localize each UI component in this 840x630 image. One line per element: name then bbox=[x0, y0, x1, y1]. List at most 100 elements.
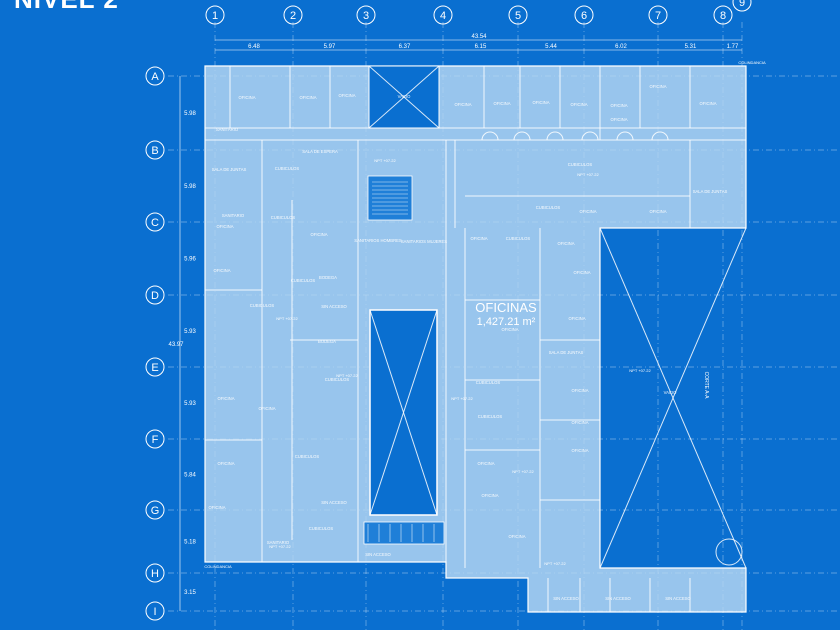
area-value-label: 1,427.21 m² bbox=[477, 316, 536, 328]
room-label: OFICINA bbox=[574, 270, 591, 275]
note-level: NPT +07.22 bbox=[336, 373, 358, 378]
wall-lines bbox=[205, 65, 747, 612]
room-label: SALA DE JUNTAS bbox=[212, 167, 247, 172]
grid-row-label: E bbox=[151, 362, 158, 374]
room-label: OFICINA bbox=[209, 505, 226, 510]
note-level: NPT +07.22 bbox=[276, 316, 298, 321]
grid-row-label: H bbox=[151, 568, 159, 580]
room-label: OFICINA bbox=[217, 224, 234, 229]
room-label: OFICINA bbox=[478, 461, 495, 466]
door-arc bbox=[513, 131, 531, 141]
area-name-label: OFICINAS bbox=[475, 300, 537, 315]
room-labels: OFICINA OFICINA OFICINA VACIO OFICINA OFICINA… bbox=[209, 84, 728, 601]
room-label: VACIO bbox=[664, 390, 677, 395]
note-level: NPT +07.22 bbox=[577, 172, 599, 177]
room-label: CUBICULOS bbox=[476, 380, 501, 385]
dim-row-span: 5.93 bbox=[184, 329, 196, 335]
room-label: OFICINA bbox=[533, 100, 550, 105]
room-label: SIN ACCESO bbox=[665, 596, 691, 601]
grid-col-label: 8 bbox=[720, 10, 726, 22]
floor-outline bbox=[204, 65, 747, 613]
grid-bubble-col bbox=[574, 5, 594, 25]
room-label: OFICINA bbox=[300, 95, 317, 100]
dim-col-span: 5.97 bbox=[324, 44, 336, 50]
room-label: OFICINA bbox=[259, 406, 276, 411]
room-label: CUBICULOS bbox=[250, 303, 275, 308]
void-cross bbox=[599, 227, 747, 569]
grid-row-label: F bbox=[152, 434, 159, 446]
room-label: CUBICULOS bbox=[309, 526, 334, 531]
dim-row-span: 5.98 bbox=[184, 184, 196, 190]
grid-row-label: B bbox=[151, 145, 158, 157]
area-label-group: OFICINAS 1,427.21 m² bbox=[475, 300, 537, 328]
stair-south bbox=[363, 521, 445, 545]
room-label: CUBICULOS bbox=[275, 166, 300, 171]
grid-bubble-col bbox=[283, 5, 303, 25]
grid-bubble-row bbox=[145, 357, 165, 377]
dim-row-span: 5.93 bbox=[184, 401, 196, 407]
room-label: OFICINA bbox=[471, 236, 488, 241]
note-colindancia: COLINDANCIA bbox=[204, 564, 232, 569]
grid-col-label: 7 bbox=[655, 10, 661, 22]
room-label: SANITARIO bbox=[222, 213, 245, 218]
door-arc bbox=[481, 131, 499, 141]
notes-group: COLINDANCIA COLINDANCIA CORTE A-A NPT +07.2… bbox=[204, 60, 766, 569]
page-title: NIVEL 2 bbox=[14, 0, 119, 15]
note-colindancia: COLINDANCIA bbox=[738, 60, 766, 65]
grid-bubble-col bbox=[648, 5, 668, 25]
note-level: NPT +07.22 bbox=[544, 561, 566, 566]
grid-col-label: 4 bbox=[440, 10, 446, 22]
room-label: OFICINA bbox=[611, 103, 628, 108]
room-label: OFICINA bbox=[218, 396, 235, 401]
void-cross bbox=[368, 65, 440, 129]
room-label: OFICINA bbox=[455, 102, 472, 107]
grid-bubble-row bbox=[145, 429, 165, 449]
room-label: OFICINA bbox=[218, 461, 235, 466]
room-label: OFICINA bbox=[558, 241, 575, 246]
room-label: OFICINA bbox=[650, 84, 667, 89]
grid-row-label: I bbox=[153, 606, 156, 618]
room-label: OFICINA bbox=[611, 117, 628, 122]
room-label: OFICINA bbox=[700, 101, 717, 106]
room-label: OFICINA bbox=[572, 420, 589, 425]
grid-bubble-row bbox=[145, 601, 165, 621]
grid-bubble-row bbox=[145, 500, 165, 520]
room-label: BODEGA bbox=[319, 275, 337, 280]
grid-bubble-row bbox=[145, 66, 165, 86]
dim-total-row: 43.97 bbox=[168, 342, 184, 348]
dim-row-span: 5.98 bbox=[184, 111, 196, 117]
dim-row-span: 3.15 bbox=[184, 590, 196, 596]
room-label: OFICINA bbox=[580, 209, 597, 214]
room-label: SIN ACCESO bbox=[365, 552, 391, 557]
room-label: CUBICULOS bbox=[271, 215, 296, 220]
grid-bubble-row bbox=[145, 140, 165, 160]
dim-row-span: 5.96 bbox=[184, 257, 196, 263]
door-arc bbox=[616, 131, 634, 141]
grid-bubble-col bbox=[433, 5, 453, 25]
dim-col-span: 6.37 bbox=[399, 44, 411, 50]
room-label: SANITARIO bbox=[216, 127, 239, 132]
spiral-stair bbox=[715, 538, 743, 566]
dim-col-span: 6.15 bbox=[475, 44, 487, 50]
note-section-cut: CORTE A-A bbox=[703, 372, 709, 400]
room-label: CUBICULOS bbox=[536, 205, 561, 210]
grid-col-label: 3 bbox=[363, 10, 369, 22]
dim-col-span: 6.48 bbox=[248, 44, 260, 50]
grid-row-label: A bbox=[151, 71, 159, 83]
room-label: CUBICULOS bbox=[325, 377, 350, 382]
room-label: OFICINA bbox=[494, 101, 511, 106]
grid-bubble-col bbox=[732, 0, 752, 12]
note-level: NPT +07.22 bbox=[374, 158, 396, 163]
dim-col-span: 6.02 bbox=[615, 44, 627, 50]
note-level: NPT +07.22 bbox=[512, 469, 534, 474]
room-label: SIN ACCESO bbox=[321, 304, 347, 309]
note-level: NPT +07.22 bbox=[629, 368, 651, 373]
dim-col-span: 1.77 bbox=[727, 44, 739, 50]
note-level: NPT +07.22 bbox=[451, 396, 473, 401]
grid-bubble-col bbox=[205, 5, 225, 25]
room-label: SANITARIOS MUJERES bbox=[401, 239, 447, 244]
room-label: CUBICULOS bbox=[295, 454, 320, 459]
